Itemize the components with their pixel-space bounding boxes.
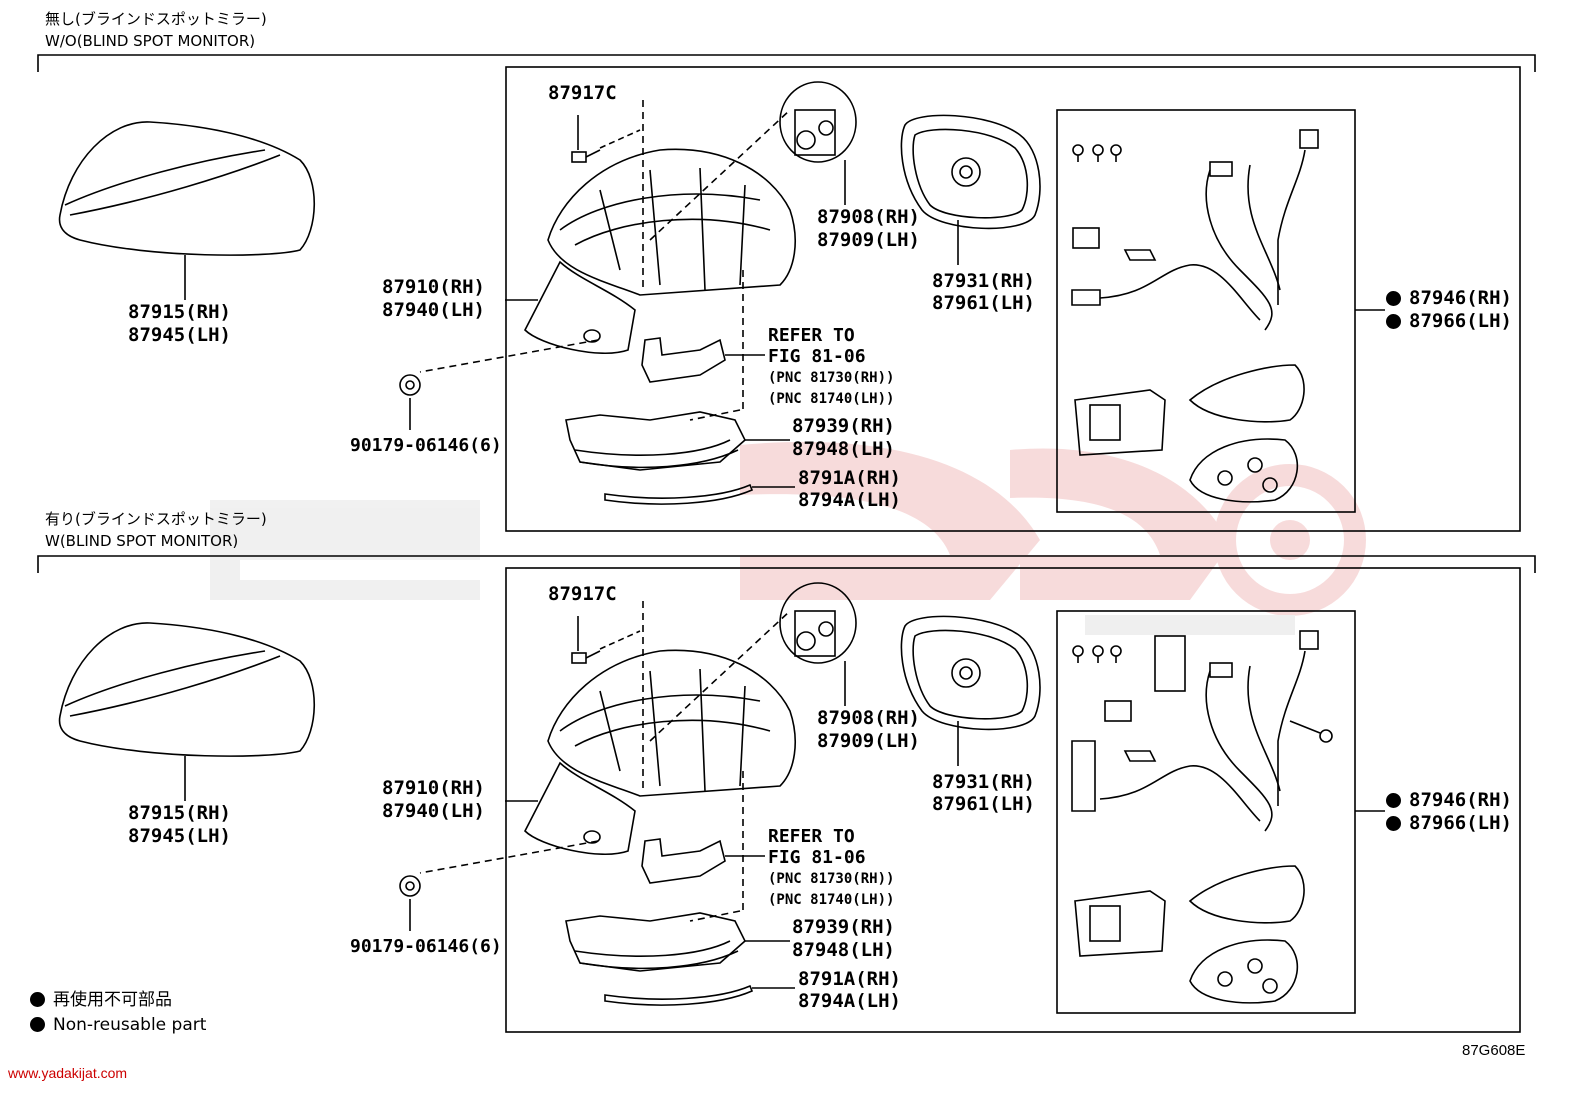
legend-en: Non-reusable part [30, 1017, 206, 1034]
refer-fig-link[interactable]: FIG 81-06 [768, 346, 866, 367]
refer-pnc-rh: (PNC 81730(RH)) [768, 871, 895, 887]
base-bracket-drawing [641, 337, 765, 383]
part-label-87948[interactable]: 87948(LH) [792, 939, 895, 961]
non-reusable-dot [30, 992, 45, 1007]
legend-en-text: Non-reusable part [53, 1015, 207, 1035]
part-label-87945[interactable]: 87945(LH) [128, 825, 231, 847]
base-bracket-drawing [641, 838, 765, 884]
non-reusable-dot [1386, 291, 1401, 306]
mirror-cover-drawing [58, 622, 315, 801]
part-label-87910[interactable]: 87910(RH) [382, 777, 485, 799]
non-reusable-dot [1386, 793, 1401, 808]
part-label-87939[interactable]: 87939(RH) [792, 916, 895, 938]
part-label-87946[interactable]: 87946(RH) [1386, 791, 1512, 810]
clip-drawing [399, 875, 421, 931]
part-label-8794A[interactable]: 8794A(LH) [798, 489, 901, 511]
part-number: 87966(LH) [1409, 310, 1512, 332]
section-title-en: W/O(BLIND SPOT MONITOR) [45, 32, 256, 50]
non-reusable-dot [1386, 816, 1401, 831]
part-label-90179[interactable]: 90179-06146(6) [350, 936, 502, 957]
part-label-87939[interactable]: 87939(RH) [792, 415, 895, 437]
part-label-87948[interactable]: 87948(LH) [792, 438, 895, 460]
garnish-strip-drawing [604, 984, 795, 1006]
wiring-kit-drawing [1071, 630, 1385, 1004]
section-2-artwork [37, 555, 1536, 1033]
screw-87917C [571, 616, 641, 664]
part-label-8791A[interactable]: 8791A(RH) [798, 968, 901, 990]
part-label-87909[interactable]: 87909(LH) [817, 229, 920, 251]
screw-87917C [571, 115, 641, 163]
part-label-87910[interactable]: 87910(RH) [382, 276, 485, 298]
refer-to-label: REFER TO [768, 325, 855, 346]
website-watermark[interactable]: www.yadakijat.com [8, 1065, 128, 1081]
turn-signal-drawing [565, 912, 790, 972]
part-label-87961[interactable]: 87961(LH) [932, 793, 1035, 815]
mirror-motor-drawing [779, 582, 857, 706]
part-number: 87946(RH) [1409, 789, 1512, 811]
part-label-87908[interactable]: 87908(RH) [817, 707, 920, 729]
legend-jp-text: 再使用不可部品 [53, 990, 172, 1010]
part-label-8791A[interactable]: 8791A(RH) [798, 467, 901, 489]
mirror-glass-drawing [900, 615, 1041, 766]
part-label-87940[interactable]: 87940(LH) [382, 299, 485, 321]
garnish-strip-drawing [604, 483, 795, 505]
part-label-87945[interactable]: 87945(LH) [128, 324, 231, 346]
figure-code: 87G608E [1462, 1042, 1526, 1059]
mirror-body-drawing [505, 148, 796, 354]
part-label-87915[interactable]: 87915(RH) [128, 301, 231, 323]
turn-signal-drawing [565, 411, 790, 471]
part-label-87946[interactable]: 87946(RH) [1386, 289, 1512, 308]
part-label-87931[interactable]: 87931(RH) [932, 771, 1035, 793]
section-1-artwork [37, 54, 1536, 532]
part-label-87931[interactable]: 87931(RH) [932, 270, 1035, 292]
part-label-87961[interactable]: 87961(LH) [932, 292, 1035, 314]
refer-fig-link[interactable]: FIG 81-06 [768, 847, 866, 868]
mirror-glass-drawing [900, 114, 1041, 265]
non-reusable-dot [1386, 314, 1401, 329]
refer-pnc-rh: (PNC 81730(RH)) [768, 370, 895, 386]
section-title-jp: 有り(ブラインドスポットミラー) [45, 510, 267, 528]
part-label-90179[interactable]: 90179-06146(6) [350, 435, 502, 456]
mirror-motor-drawing [779, 81, 857, 205]
mirror-cover-drawing [58, 121, 315, 300]
refer-pnc-lh: (PNC 81740(LH)) [768, 391, 895, 407]
refer-to-label: REFER TO [768, 826, 855, 847]
refer-pnc-lh: (PNC 81740(LH)) [768, 892, 895, 908]
part-label-87917C[interactable]: 87917C [548, 82, 617, 104]
legend-jp: 再使用不可部品 [30, 992, 172, 1009]
section-title-jp: 無し(ブラインドスポットミラー) [45, 10, 267, 28]
part-label-87908[interactable]: 87908(RH) [817, 206, 920, 228]
wiring-kit-drawing [1071, 129, 1385, 503]
part-label-87915[interactable]: 87915(RH) [128, 802, 231, 824]
section-title-en: W(BLIND SPOT MONITOR) [45, 532, 239, 550]
part-label-87940[interactable]: 87940(LH) [382, 800, 485, 822]
part-label-8794A[interactable]: 8794A(LH) [798, 990, 901, 1012]
part-label-87909[interactable]: 87909(LH) [817, 730, 920, 752]
part-label-87966[interactable]: 87966(LH) [1386, 312, 1512, 331]
clip-drawing [399, 374, 421, 430]
part-number: 87966(LH) [1409, 812, 1512, 834]
mirror-body-drawing [505, 649, 796, 855]
part-label-87917C[interactable]: 87917C [548, 583, 617, 605]
watermark-logo [210, 441, 1366, 635]
part-number: 87946(RH) [1409, 287, 1512, 309]
part-label-87966[interactable]: 87966(LH) [1386, 814, 1512, 833]
non-reusable-dot [30, 1017, 45, 1032]
